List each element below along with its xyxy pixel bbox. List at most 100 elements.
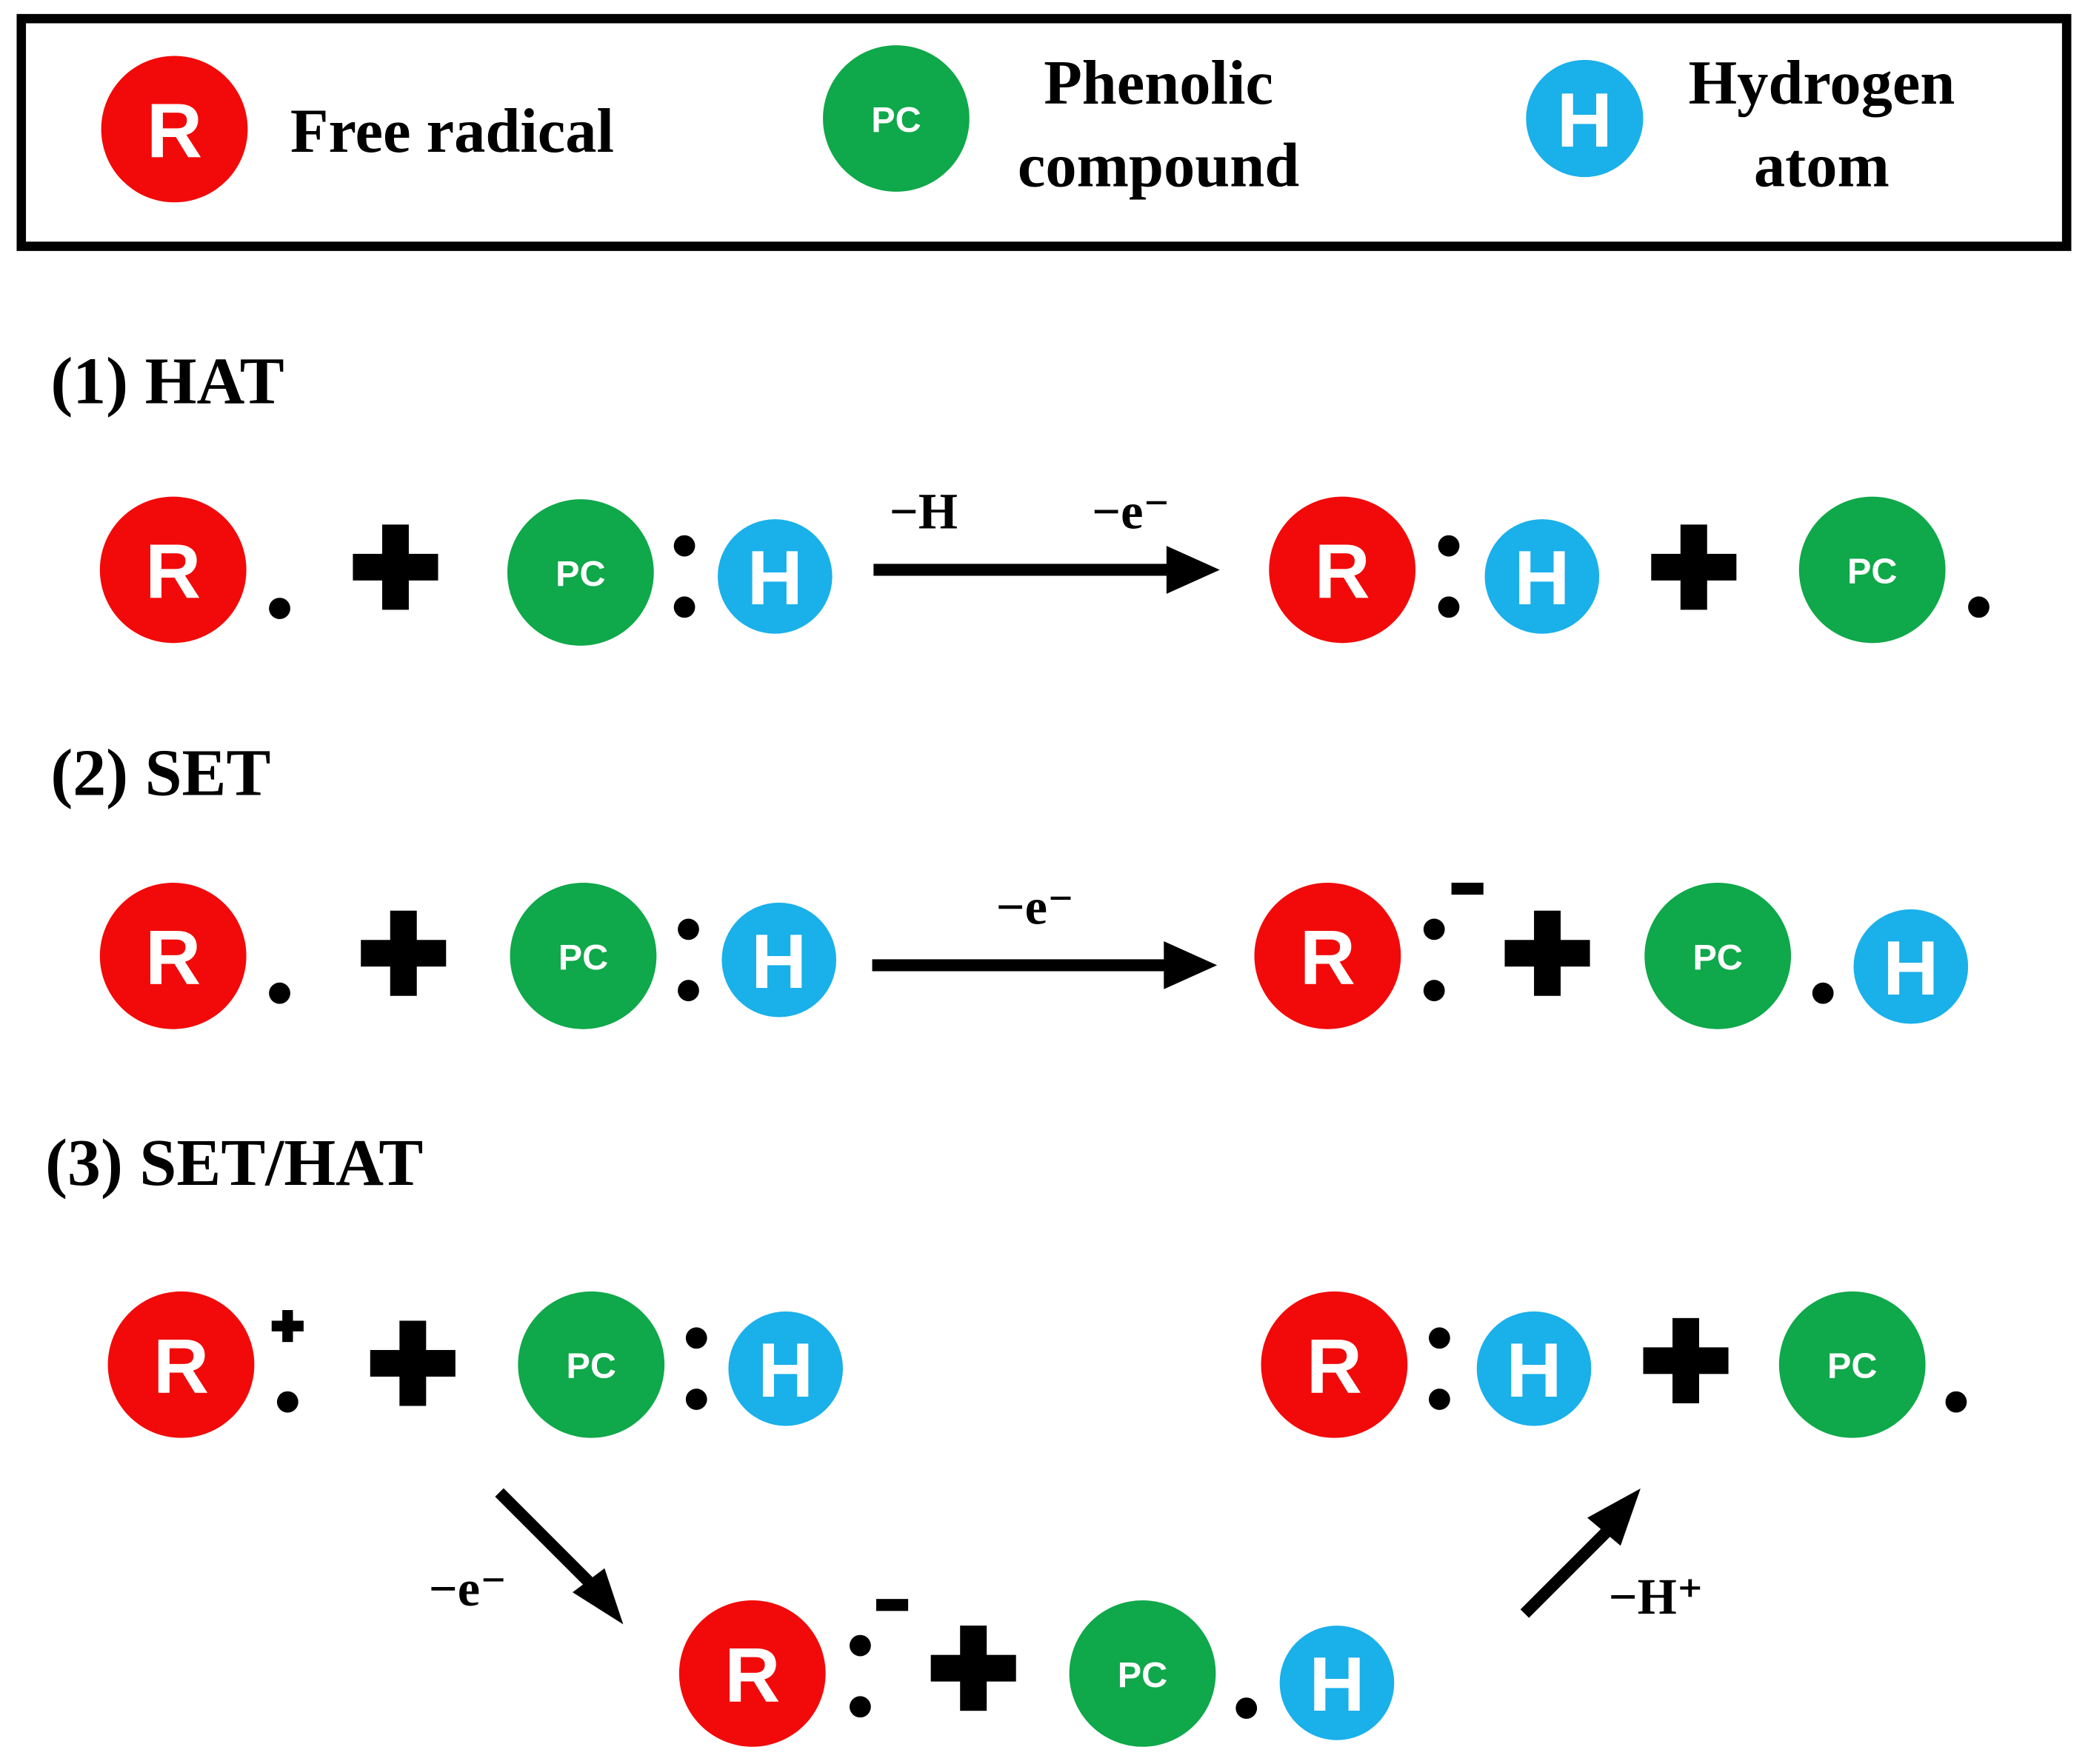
electron-pair-dot bbox=[1438, 596, 1460, 618]
hat-title: (1) HAT bbox=[50, 345, 284, 418]
plus-sign bbox=[361, 910, 447, 996]
plus-sign bbox=[1643, 1317, 1729, 1403]
legend-phenolic: PC Phenolic compound bbox=[823, 45, 1299, 201]
plus-sign bbox=[930, 1626, 1016, 1711]
phenolic-circle bbox=[1644, 882, 1792, 1029]
hydrogen-symbol: H bbox=[758, 1328, 813, 1414]
phenolic-symbol: PC bbox=[1692, 938, 1742, 978]
mechanism-set: (2) SET R PC H −e⁻ R PC H bbox=[50, 736, 1969, 1029]
hydrogen-symbol: H bbox=[1514, 535, 1570, 621]
reaction-arrowhead-up bbox=[1587, 1488, 1641, 1546]
electron-pair-dot bbox=[673, 596, 696, 618]
negative-charge-sign bbox=[1451, 882, 1484, 895]
electron-pair-dot bbox=[1423, 980, 1445, 1001]
plus-sign bbox=[370, 1320, 456, 1406]
reaction-arrow-up bbox=[1520, 1520, 1618, 1618]
hydrogen-circle bbox=[1484, 519, 1600, 634]
plus-sign bbox=[353, 524, 438, 610]
electron-pair-dot bbox=[1423, 918, 1445, 941]
arrow-label-minus-e: −e⁻ bbox=[996, 879, 1074, 935]
radical-circle bbox=[1261, 1291, 1408, 1438]
phenolic-symbol: PC bbox=[556, 554, 605, 594]
electron-pair-dot bbox=[1438, 535, 1460, 557]
positive-charge-sign bbox=[271, 1310, 304, 1343]
bond-electron-dot bbox=[1812, 982, 1834, 1004]
electron-pair-dot bbox=[849, 1634, 871, 1657]
radical-symbol: R bbox=[724, 1633, 780, 1719]
hydrogen-symbol: H bbox=[1883, 926, 1938, 1012]
legend-phenolic-label-line1: Phenolic bbox=[1044, 49, 1273, 118]
reaction-arrowhead-down bbox=[573, 1568, 624, 1625]
phenolic-circle bbox=[1798, 496, 1946, 644]
radical-symbol: R bbox=[147, 88, 202, 174]
electron-pair-dot bbox=[1429, 1389, 1450, 1410]
hydrogen-circle bbox=[1279, 1626, 1395, 1740]
arrow-label-minus-e: −e⁻ bbox=[1092, 484, 1170, 540]
phenolic-circle bbox=[1778, 1291, 1926, 1438]
phenolic-circle bbox=[823, 45, 970, 192]
legend-radical-label: Free radical bbox=[290, 97, 614, 166]
negative-charge-sign bbox=[875, 1599, 909, 1611]
arrow-label-minus-e: −e⁻ bbox=[429, 1560, 507, 1617]
phenolic-symbol: PC bbox=[1118, 1655, 1167, 1695]
reaction-arrowhead bbox=[1166, 546, 1220, 594]
radical-circle bbox=[99, 496, 247, 644]
radical-symbol: R bbox=[145, 529, 201, 615]
radical-circle bbox=[101, 56, 248, 203]
legend-hydrogen-label-line2: atom bbox=[1754, 132, 1889, 201]
radical-electron-dot bbox=[269, 598, 290, 619]
mechanism-hat: (1) HAT R PC H −H −e⁻ R H PC bbox=[50, 345, 1989, 646]
radical-symbol: R bbox=[1300, 915, 1355, 1001]
phenolic-symbol: PC bbox=[1847, 551, 1897, 591]
radical-electron-dot bbox=[276, 1391, 298, 1413]
phenolic-symbol: PC bbox=[558, 938, 608, 978]
legend-phenolic-label-line2: compound bbox=[1018, 132, 1299, 201]
electron-pair-dot bbox=[685, 1327, 707, 1349]
legend-radical: R Free radical bbox=[101, 56, 614, 203]
electron-pair-dot bbox=[678, 980, 699, 1001]
radical-electron-dot bbox=[269, 982, 290, 1004]
plus-sign bbox=[1504, 910, 1590, 996]
phenolic-circle bbox=[1069, 1600, 1216, 1747]
phenolic-circle bbox=[510, 882, 657, 1029]
hydrogen-circle bbox=[1476, 1311, 1592, 1426]
radical-circle bbox=[107, 1291, 255, 1438]
legend-hydrogen: H Hydrogen atom bbox=[1526, 49, 1955, 201]
legend-hydrogen-label-line1: Hydrogen bbox=[1688, 49, 1955, 118]
radical-symbol: R bbox=[1307, 1323, 1362, 1409]
phenolic-symbol: PC bbox=[567, 1346, 616, 1386]
radical-circle bbox=[678, 1600, 826, 1747]
reaction-arrow-down bbox=[495, 1488, 604, 1597]
phenolic-symbol: PC bbox=[1827, 1346, 1877, 1386]
hydrogen-symbol: H bbox=[747, 535, 803, 621]
hydrogen-circle bbox=[1853, 909, 1969, 1024]
electron-pair-dot bbox=[678, 918, 699, 941]
arrow-label-minus-h: −H bbox=[890, 484, 958, 540]
set-title: (2) SET bbox=[50, 736, 270, 809]
radical-circle bbox=[1254, 882, 1401, 1029]
reaction-arrowhead bbox=[1164, 941, 1218, 989]
bond-electron-dot bbox=[1235, 1697, 1258, 1719]
radical-electron-dot bbox=[1968, 596, 1989, 618]
hydrogen-circle bbox=[728, 1311, 844, 1426]
electron-pair-dot bbox=[685, 1389, 707, 1410]
plus-sign bbox=[1651, 524, 1737, 610]
radical-symbol: R bbox=[145, 915, 201, 1001]
radical-symbol: R bbox=[1315, 529, 1370, 615]
hydrogen-symbol: H bbox=[1506, 1328, 1561, 1414]
phenolic-circle bbox=[518, 1291, 665, 1438]
hydrogen-circle bbox=[721, 902, 837, 1018]
hydrogen-symbol: H bbox=[751, 919, 807, 1005]
radical-circle bbox=[99, 882, 247, 1029]
electron-pair-dot bbox=[1429, 1327, 1450, 1349]
phenolic-circle bbox=[507, 499, 654, 646]
hydrogen-symbol: H bbox=[1309, 1642, 1364, 1728]
hydrogen-circle bbox=[1526, 59, 1644, 178]
hydrogen-symbol: H bbox=[1557, 78, 1612, 164]
phenolic-symbol: PC bbox=[871, 100, 921, 140]
mechanism-set-hat: (3) SET/HAT R PC H R H PC bbox=[45, 1126, 1967, 1747]
radical-electron-dot bbox=[1945, 1391, 1967, 1413]
electron-pair-dot bbox=[849, 1696, 871, 1718]
